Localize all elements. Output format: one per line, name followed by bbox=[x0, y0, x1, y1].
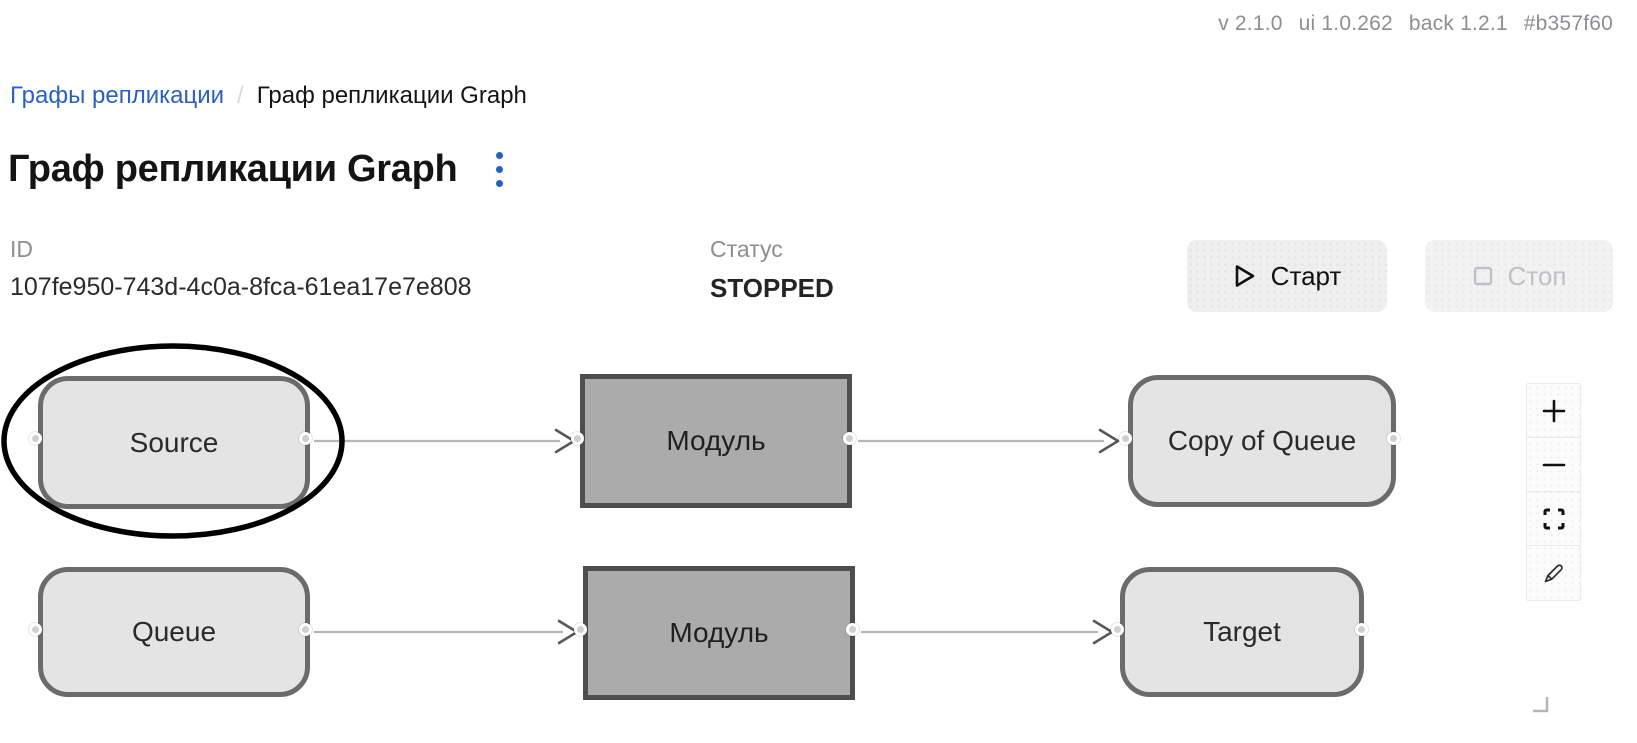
stop-button[interactable]: Стоп bbox=[1425, 240, 1613, 312]
node-copy-of-queue[interactable]: Copy of Queue bbox=[1128, 375, 1396, 507]
build-hash: #b357f60 bbox=[1523, 12, 1613, 35]
breadcrumb-link-graphs[interactable]: Графы репликации bbox=[10, 82, 225, 109]
port-source-in[interactable] bbox=[29, 432, 42, 445]
port-source-out[interactable] bbox=[299, 432, 312, 445]
stop-button-label: Стоп bbox=[1507, 260, 1567, 291]
page-title: Граф репликации Graph bbox=[8, 148, 458, 190]
node-module-top[interactable]: Модуль bbox=[580, 374, 852, 508]
edge-source-module-top bbox=[314, 428, 576, 454]
node-label: Модуль bbox=[666, 425, 766, 456]
node-module-bottom[interactable]: Модуль bbox=[583, 566, 855, 700]
port-target-in[interactable] bbox=[1111, 623, 1124, 636]
port-queue-in[interactable] bbox=[29, 623, 42, 636]
id-value: 107fe950-743d-4c0a-8fca-61ea17e7e808 bbox=[10, 273, 472, 301]
port-copy-of-queue-out[interactable] bbox=[1387, 432, 1400, 445]
graph-controls bbox=[1526, 383, 1581, 601]
node-label: Copy of Queue bbox=[1167, 425, 1357, 456]
status-label: Статус bbox=[710, 236, 783, 262]
edit-mode-button[interactable] bbox=[1527, 546, 1580, 600]
node-target[interactable]: Target bbox=[1120, 567, 1364, 697]
id-label: ID bbox=[10, 236, 33, 262]
port-module-bottom-in[interactable] bbox=[574, 623, 587, 636]
version-strip: v 2.1.0 ui 1.0.262 back 1.2.1 #b357f60 bbox=[1218, 12, 1613, 36]
plus-icon bbox=[1542, 399, 1565, 422]
port-copy-of-queue-in[interactable] bbox=[1119, 432, 1132, 445]
pencil-icon bbox=[1544, 564, 1563, 583]
play-icon bbox=[1235, 265, 1254, 287]
node-label: Target bbox=[1203, 616, 1281, 647]
port-target-out[interactable] bbox=[1355, 623, 1368, 636]
node-label: Source bbox=[129, 426, 219, 458]
status-value: STOPPED bbox=[710, 273, 834, 303]
port-module-bottom-out[interactable] bbox=[846, 623, 859, 636]
edge-module-bottom-target bbox=[861, 619, 1114, 645]
port-queue-out[interactable] bbox=[299, 623, 312, 636]
zoom-in-button[interactable] bbox=[1527, 384, 1580, 438]
port-module-top-out[interactable] bbox=[843, 432, 856, 445]
node-queue[interactable]: Queue bbox=[38, 567, 310, 697]
app-version: v 2.1.0 bbox=[1218, 12, 1283, 35]
node-label: Модуль bbox=[669, 617, 769, 648]
start-button[interactable]: Старт bbox=[1187, 240, 1387, 312]
stop-square-icon bbox=[1473, 266, 1492, 286]
fit-view-button[interactable] bbox=[1527, 492, 1580, 546]
node-label: Queue bbox=[131, 616, 217, 647]
zoom-out-button[interactable] bbox=[1527, 438, 1580, 492]
fit-view-icon bbox=[1543, 508, 1564, 529]
backend-version: back 1.2.1 bbox=[1408, 12, 1508, 35]
node-source[interactable]: Source bbox=[38, 376, 310, 509]
ui-version: ui 1.0.262 bbox=[1298, 12, 1393, 35]
breadcrumb: Графы репликации / Граф репликации Graph bbox=[10, 82, 527, 110]
title-row: Граф репликации Graph bbox=[8, 148, 509, 191]
id-block: ID 107fe950-743d-4c0a-8fca-61ea17e7e808 bbox=[10, 236, 472, 302]
minus-icon bbox=[1542, 463, 1565, 466]
port-module-top-in[interactable] bbox=[571, 432, 584, 445]
breadcrumb-separator: / bbox=[237, 82, 244, 109]
edge-queue-module-bottom bbox=[314, 619, 579, 645]
status-block: Статус STOPPED bbox=[710, 236, 834, 304]
resize-corner-handle[interactable] bbox=[1533, 697, 1549, 713]
start-button-label: Старт bbox=[1270, 260, 1342, 291]
edge-module-top-copy-of-queue bbox=[858, 428, 1120, 454]
breadcrumb-current: Граф репликации Graph bbox=[256, 82, 527, 109]
kebab-menu-icon[interactable] bbox=[489, 149, 509, 191]
